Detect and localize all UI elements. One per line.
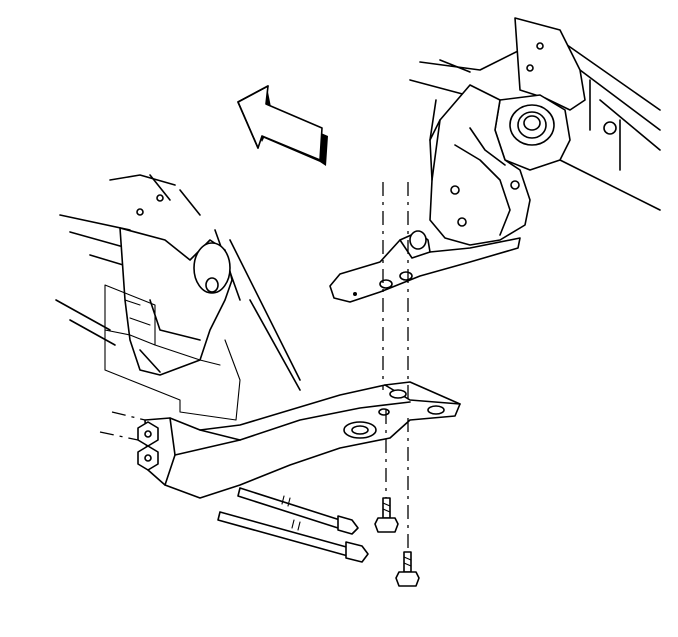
left-frame-rail <box>55 174 301 391</box>
crossmember <box>137 381 461 499</box>
direction-arrow-icon <box>237 85 328 166</box>
alignment-lines <box>99 182 409 550</box>
insulator-pad <box>104 284 241 421</box>
right-mount-flange <box>329 230 521 303</box>
long-bolts <box>217 487 369 563</box>
right-frame-rail <box>409 17 661 246</box>
bolt-icon <box>374 497 420 587</box>
